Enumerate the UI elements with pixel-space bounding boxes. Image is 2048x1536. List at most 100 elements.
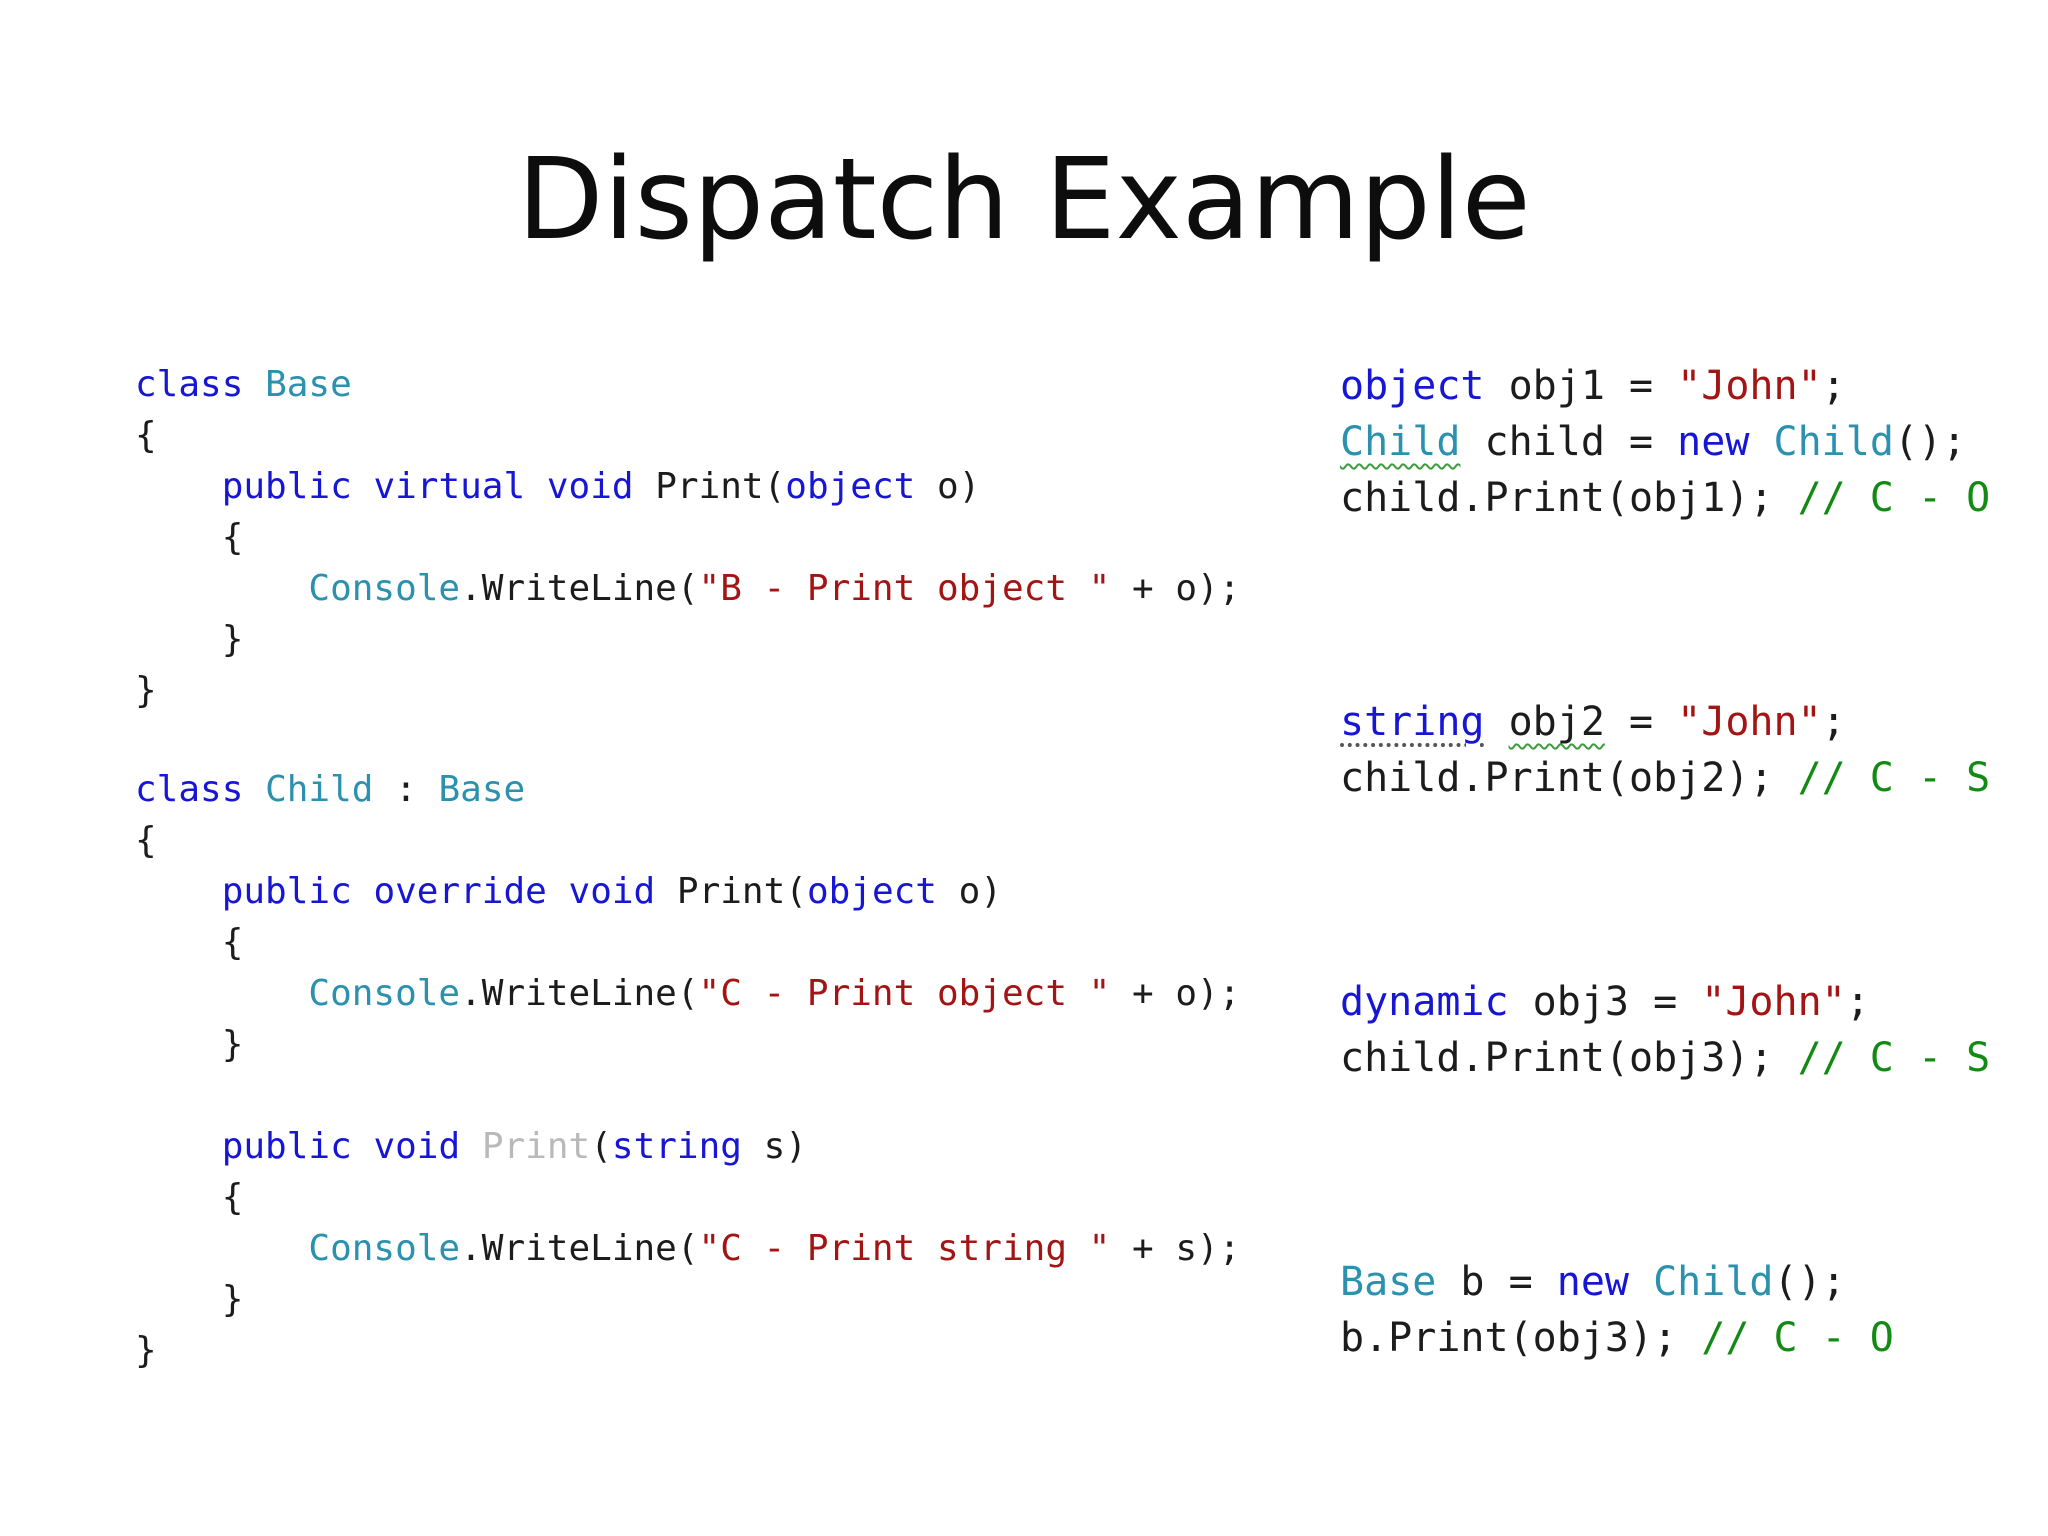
code-end: ; xyxy=(1821,699,1846,745)
indent xyxy=(135,1126,222,1167)
brace: { xyxy=(135,820,157,861)
param: s) xyxy=(741,1126,807,1167)
code-mid: b = xyxy=(1436,1259,1557,1305)
param: o) xyxy=(936,871,1003,912)
code-line-virtual-print: public virtual void Print(object o) xyxy=(135,462,981,512)
method-call: .WriteLine( xyxy=(460,973,699,1014)
keyword: void xyxy=(568,871,656,912)
left-code-block: class Base { public virtual void Print(o… xyxy=(135,360,1240,1371)
type-name: Child xyxy=(1653,1259,1774,1305)
brace: } xyxy=(135,670,157,711)
type-name: Child xyxy=(1340,419,1461,465)
keyword: string xyxy=(1340,699,1485,745)
brace: } xyxy=(135,1279,244,1320)
method-name: Print( xyxy=(633,466,786,507)
code-call: child.Print(obj1); xyxy=(1340,475,1798,521)
comment: // C - S xyxy=(1797,755,1991,801)
code-line-close-brace: } xyxy=(135,615,244,665)
keyword: void xyxy=(373,1126,461,1167)
keyword: class xyxy=(135,364,244,405)
code-line-close-brace: } xyxy=(135,666,157,716)
code-line-writeline-b: Console.WriteLine("B - Print object " + … xyxy=(135,564,1240,614)
keyword: object xyxy=(785,466,916,507)
space xyxy=(1749,419,1773,465)
code-mid: = xyxy=(1604,699,1678,745)
param: o) xyxy=(915,466,981,507)
code-end: (); xyxy=(1773,1259,1846,1305)
brace: { xyxy=(135,517,244,558)
code-end: ; xyxy=(1821,363,1846,409)
code-line-override-print: public override void Print(object o) xyxy=(135,867,1002,917)
string-literal: "John" xyxy=(1677,363,1822,409)
method-call: .WriteLine( xyxy=(460,568,699,609)
method-call: .WriteLine( xyxy=(460,1228,699,1269)
type-name: Console xyxy=(308,1228,461,1269)
code-line-class-base: class Base xyxy=(135,360,352,410)
string-literal: "C - Print object " xyxy=(698,973,1111,1014)
keyword: string xyxy=(611,1126,742,1167)
space xyxy=(1485,699,1509,745)
keyword: void xyxy=(546,466,634,507)
code-line-open-brace: { xyxy=(135,1173,244,1223)
code-line-open-brace: { xyxy=(135,816,157,866)
type-name: Console xyxy=(308,568,461,609)
code-line-close-brace: } xyxy=(135,1020,244,1070)
code-line-b-print-obj3: b.Print(obj3); // C - O xyxy=(1340,1310,1894,1366)
code-line-open-brace: { xyxy=(135,411,157,461)
indent xyxy=(135,466,222,507)
keyword: new xyxy=(1556,1259,1629,1305)
code-line-close-brace: } xyxy=(135,1275,244,1325)
code-call: child.Print(obj3); xyxy=(1340,1035,1798,1081)
comment: // C - S xyxy=(1797,1035,1991,1081)
type-name: Base xyxy=(438,769,526,810)
keyword: class xyxy=(135,769,244,810)
brace: { xyxy=(135,1177,244,1218)
code-mid: obj3 = xyxy=(1508,979,1702,1025)
brace: { xyxy=(135,922,244,963)
space xyxy=(352,466,374,507)
indent xyxy=(135,568,308,609)
keyword: dynamic xyxy=(1340,979,1509,1025)
type-name: Base xyxy=(1340,1259,1437,1305)
string-literal: "C - Print string " xyxy=(698,1228,1111,1269)
type-name: Child xyxy=(1773,419,1894,465)
brace: } xyxy=(135,1024,244,1065)
brace: } xyxy=(135,619,244,660)
code-end: ; xyxy=(1845,979,1870,1025)
space xyxy=(352,1126,374,1167)
type-name: Child xyxy=(265,769,374,810)
method-name-unused: Print xyxy=(481,1126,591,1167)
comment: // C - O xyxy=(1701,1315,1894,1361)
code-line-print-string: public void Print(string s) xyxy=(135,1122,807,1172)
space xyxy=(547,871,569,912)
code-line-obj1-decl: object obj1 = "John"; xyxy=(1340,358,1846,414)
code-mid: obj1 = xyxy=(1484,363,1678,409)
code-call: b.Print(obj3); xyxy=(1340,1315,1702,1361)
type-name: Base xyxy=(265,364,352,405)
slide-title: Dispatch Example xyxy=(517,135,1531,265)
code-line-print-obj2: child.Print(obj2); // C - S xyxy=(1340,750,1990,806)
code-line-obj2-decl: string obj2 = "John"; xyxy=(1340,694,1846,750)
keyword: override xyxy=(373,871,547,912)
code-line-print-obj1: child.Print(obj1); // C - O xyxy=(1340,470,1990,526)
code-line-writeline-c-object: Console.WriteLine("C - Print object " + … xyxy=(135,969,1240,1019)
colon: : xyxy=(373,769,439,810)
space xyxy=(243,769,265,810)
keyword: public xyxy=(221,871,352,912)
type-name: Console xyxy=(308,973,461,1014)
comment: // C - O xyxy=(1797,475,1991,521)
code-rest: + o); xyxy=(1110,568,1241,609)
string-literal: "B - Print object " xyxy=(698,568,1111,609)
space xyxy=(243,364,265,405)
code-line-writeline-c-string: Console.WriteLine("C - Print string " + … xyxy=(135,1224,1240,1274)
space xyxy=(1629,1259,1653,1305)
space xyxy=(460,1126,482,1167)
code-line-base-decl: Base b = new Child(); xyxy=(1340,1254,1846,1310)
space xyxy=(352,871,374,912)
indent xyxy=(135,1228,308,1269)
string-literal: "John" xyxy=(1701,979,1846,1025)
brace: } xyxy=(135,1330,157,1371)
code-call: child.Print(obj2); xyxy=(1340,755,1798,801)
code-line-class-child: class Child : Base xyxy=(135,765,525,815)
code-end: (); xyxy=(1893,419,1967,465)
